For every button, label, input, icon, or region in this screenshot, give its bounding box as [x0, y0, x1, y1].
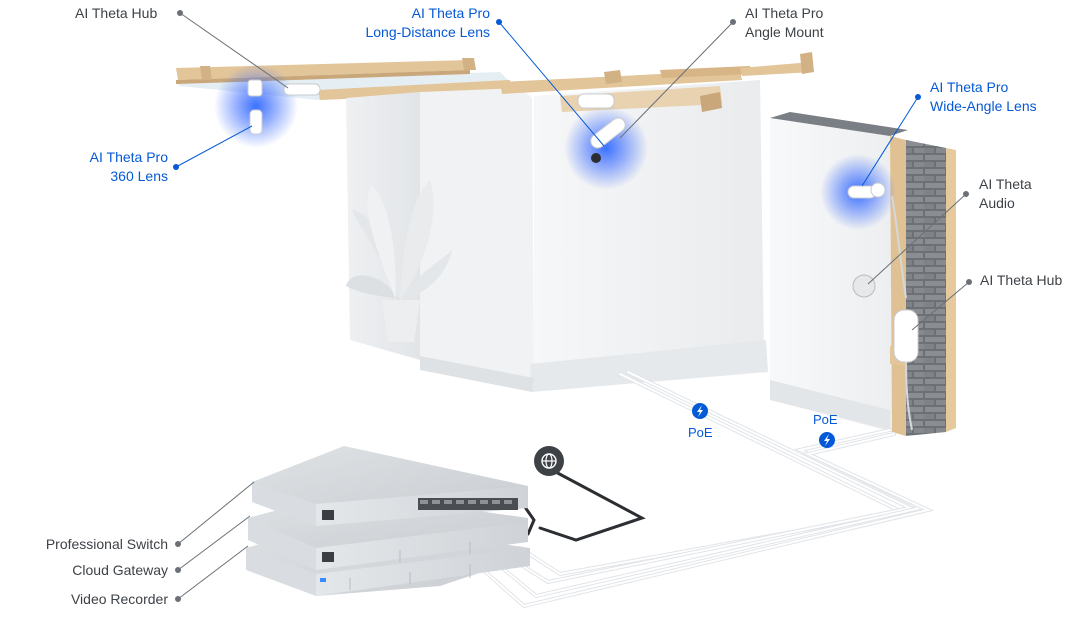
glow-360 [214, 64, 298, 148]
label-hub-right: AI Theta Hub [980, 272, 1063, 288]
poe-label-right: PoE [813, 412, 838, 427]
camera-360 [249, 109, 263, 135]
label-hub-top: AI Theta Hub [75, 5, 158, 21]
label-angle-mount: AI Theta Pro Angle Mount [745, 4, 824, 42]
label-360-line1: AI Theta Pro [89, 149, 168, 165]
label-long-distance-line1: AI Theta Pro [411, 5, 490, 21]
label-wide-angle-lens: AI Theta Pro Wide-Angle Lens [930, 78, 1037, 116]
plant-decoration [346, 180, 452, 342]
label-long-distance-lens: AI Theta Pro Long-Distance Lens [330, 4, 490, 42]
professional-switch-unit [252, 446, 528, 526]
label-audio-line1: AI Theta [979, 176, 1032, 192]
label-360-line2: 360 Lens [110, 168, 168, 184]
hub-right-device [891, 195, 919, 431]
label-audio: AI Theta Audio [979, 175, 1032, 213]
lightning-bolt-icon [819, 432, 835, 448]
poe-label-left: PoE [688, 425, 713, 440]
audio-device [852, 274, 876, 298]
angle-mount-device [577, 93, 615, 109]
right-wall [770, 112, 956, 436]
glow-long-distance [564, 106, 648, 190]
label-professional-switch: Professional Switch [45, 536, 168, 552]
label-wide-angle-line2: Wide-Angle Lens [930, 98, 1037, 114]
leader-lines [173, 10, 972, 602]
label-long-distance-line2: Long-Distance Lens [365, 24, 490, 40]
lightning-bolt-icon [692, 403, 708, 419]
label-angle-mount-line1: AI Theta Pro [745, 5, 824, 21]
internet-cable [538, 468, 646, 542]
label-audio-line2: Audio [979, 195, 1015, 211]
globe-icon [534, 446, 564, 476]
label-360-lens: AI Theta Pro 360 Lens [48, 148, 168, 186]
hub-top-device [247, 79, 321, 97]
label-video-recorder: Video Recorder [70, 591, 168, 607]
camera-wide-angle [847, 182, 886, 199]
label-cloud-gateway: Cloud Gateway [72, 562, 168, 578]
label-angle-mount-line2: Angle Mount [745, 24, 824, 40]
label-wide-angle-line1: AI Theta Pro [930, 79, 1009, 95]
